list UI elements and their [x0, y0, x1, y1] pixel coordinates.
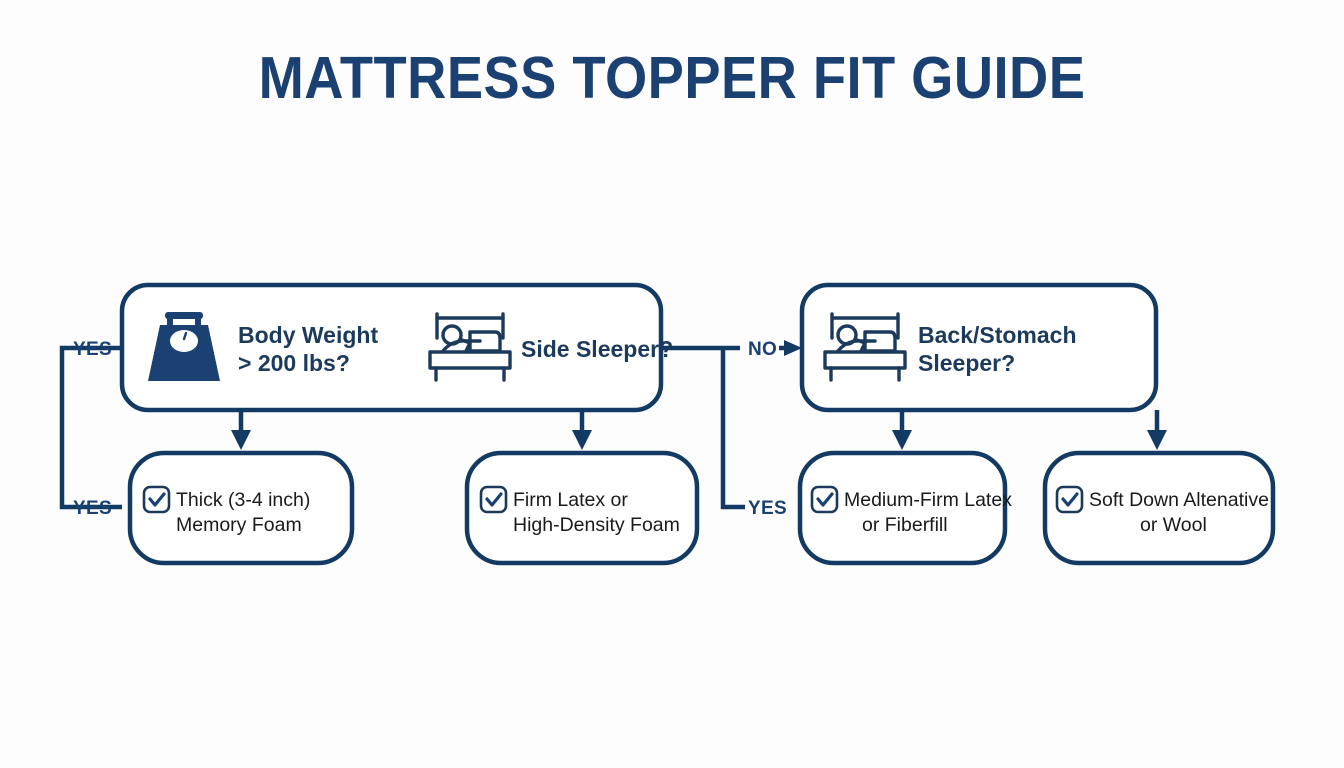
checkbox-checked-icon[interactable] [810, 485, 839, 514]
decision1-question1-line2: > 200 lbs? [238, 350, 350, 376]
result-box-medium-firm-latex[interactable]: Medium-Firm Latex or Fiberfill [797, 450, 1012, 566]
branch-label-yes-bottom-left: YES [73, 498, 112, 519]
result1-line2: Memory Foam [176, 514, 302, 536]
result4-line2: or Wool [1140, 514, 1207, 536]
result-box-soft-down[interactable]: Soft Down Altenative or Wool [1042, 450, 1276, 566]
decision1-question2-line1: Side Sleeper? [521, 336, 673, 362]
decision-box-back-stomach-sleeper[interactable]: Back/Stomach Sleeper? [799, 282, 1159, 413]
checkbox-checked-icon[interactable] [1055, 485, 1084, 514]
side-sleeper-bed-icon [428, 312, 512, 382]
result-box-firm-latex[interactable]: Firm Latex or High-Density Foam [464, 450, 700, 566]
connector-arrow-decision1-to-result2 [572, 410, 592, 450]
page-title: MATTRESS TOPPER FIT GUIDE [258, 45, 1086, 111]
decision2-question1-line2: Sleeper? [918, 350, 1015, 376]
result2-line1: Firm Latex or [513, 489, 628, 511]
connector-arrow-decision2-to-result4 [1147, 410, 1167, 450]
checkbox-checked-icon[interactable] [142, 485, 171, 514]
weight-scale-icon [148, 312, 220, 381]
result2-line2: High-Density Foam [513, 514, 680, 536]
connector-yes-right-bracket [720, 348, 745, 510]
result-box-thick-memory-foam[interactable]: Thick (3-4 inch) Memory Foam [127, 450, 355, 566]
decision1-question1-line1: Body Weight [238, 322, 378, 348]
result1-line1: Thick (3-4 inch) [176, 489, 310, 511]
connector-arrow-decision2-to-result3 [892, 410, 912, 450]
result3-line1: Medium-Firm Latex [844, 489, 1012, 511]
result4-line1: Soft Down Altenative [1089, 489, 1269, 511]
decision2-question1-line1: Back/Stomach [918, 322, 1077, 348]
branch-label-no-right: NO [748, 339, 777, 360]
connector-arrow-decision1-to-result1 [231, 410, 251, 450]
connector-no-arrow [779, 340, 802, 356]
branch-label-yes-top-left: YES [73, 339, 112, 360]
connector-yes-left-bracket [59, 345, 122, 510]
checkbox-checked-icon[interactable] [479, 485, 508, 514]
decision-box-weight-sleeper[interactable]: Body Weight > 200 lbs? Side Sleeper? [119, 282, 673, 413]
result3-line2: or Fiberfill [862, 514, 948, 536]
back-stomach-sleeper-bed-icon [823, 312, 907, 382]
branch-label-yes-bottom-right: YES [748, 498, 787, 519]
